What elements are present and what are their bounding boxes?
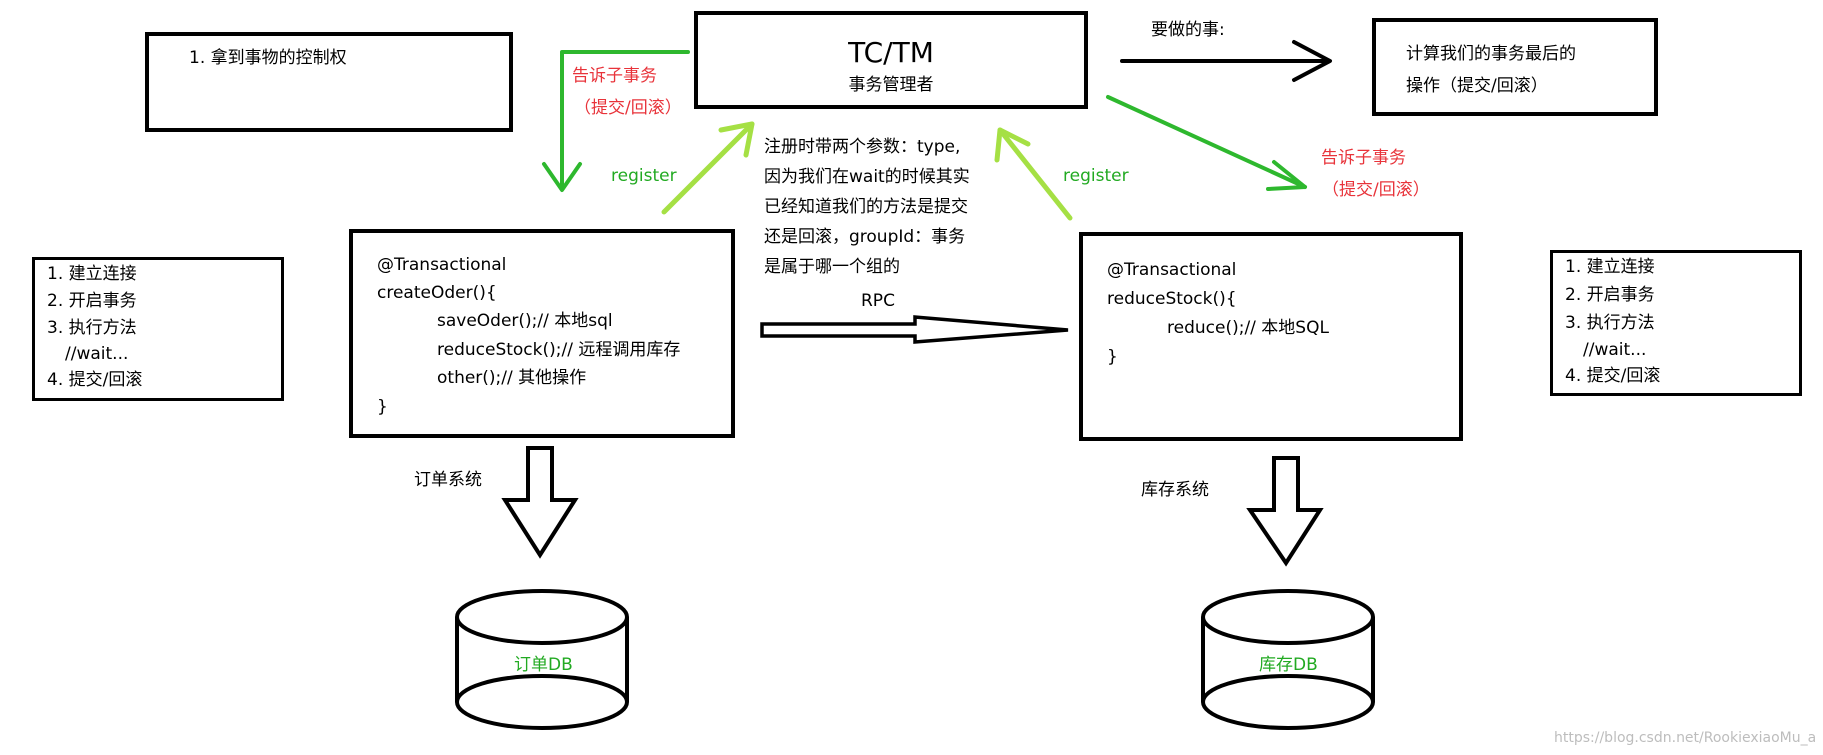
stock-code-line: reduceStock(){: [1107, 289, 1237, 309]
steps-left-item: 1. 建立连接: [47, 264, 137, 284]
steps-right-item: 4. 提交/回滚: [1565, 366, 1661, 386]
steps-left-item: 4. 提交/回滚: [47, 370, 143, 390]
register-right-label: register: [1063, 166, 1129, 186]
tc-tm-box: TC/TM 事务管理者: [694, 11, 1088, 109]
tell-sub-right-line-1: 告诉子事务: [1321, 148, 1406, 168]
register-note-line: 因为我们在wait的时候其实: [764, 167, 970, 187]
arrow-register-left: [661, 121, 755, 215]
steps-right-item: 1. 建立连接: [1565, 257, 1655, 277]
tell-sub-left-line-1: 告诉子事务: [572, 66, 657, 86]
order-db-cylinder: [455, 589, 629, 730]
order-db-label: 订单DB: [514, 655, 573, 675]
order-code-line: @Transactional: [377, 255, 507, 275]
rpc-label: RPC: [861, 291, 895, 311]
todo-line-1: 计算我们的事务最后的: [1406, 44, 1576, 64]
steps-left-item: 2. 开启事务: [47, 291, 137, 311]
stock-service-box: @Transactional reduceStock(){ reduce();/…: [1079, 232, 1463, 441]
register-note: 注册时带两个参数：type, 因为我们在wait的时候其实 已经知道我们的方法是…: [764, 132, 994, 282]
register-left-label: register: [611, 166, 677, 186]
control-note-text: 1. 拿到事物的控制权: [189, 48, 347, 68]
arrow-tell-sub-left: [542, 50, 690, 192]
arrow-register-right: [994, 127, 1073, 221]
register-note-line: 已经知道我们的方法是提交: [764, 197, 968, 217]
stock-system-label: 库存系统: [1141, 480, 1209, 500]
steps-right-item: //wait...: [1583, 340, 1647, 360]
arrow-tell-sub-right: [1106, 95, 1307, 191]
order-code-line: saveOder();// 本地sql: [437, 311, 613, 331]
register-note-line: 是属于哪一个组的: [764, 257, 900, 277]
todo-label: 要做的事:: [1151, 20, 1225, 40]
arrow-order-to-db: [501, 446, 579, 559]
tell-sub-left-line-2: （提交/回滚）: [574, 98, 682, 118]
steps-right-item: 3. 执行方法: [1565, 313, 1655, 333]
stock-db-cylinder: [1201, 589, 1375, 730]
order-code-line: reduceStock();// 远程调用库存: [437, 340, 681, 360]
tc-tm-title: TC/TM: [848, 36, 934, 69]
stock-db-label: 库存DB: [1259, 655, 1318, 675]
todo-box: 计算我们的事务最后的 操作（提交/回滚）: [1372, 18, 1658, 116]
steps-left-item: //wait...: [65, 344, 129, 364]
order-code-line: }: [377, 397, 388, 417]
register-note-line: 还是回滚，groupId：事务: [764, 227, 966, 247]
arrow-rpc: [760, 315, 1069, 344]
watermark: https://blog.csdn.net/RookiexiaoMu_a: [1554, 730, 1817, 746]
stock-code-line: reduce();// 本地SQL: [1167, 318, 1329, 338]
stock-code-line: @Transactional: [1107, 260, 1237, 280]
order-code-line: other();// 其他操作: [437, 368, 587, 388]
steps-right-box: 1. 建立连接 2. 开启事务 3. 执行方法 //wait... 4. 提交/…: [1550, 250, 1802, 396]
order-code-line: createOder(){: [377, 283, 497, 303]
todo-line-2: 操作（提交/回滚）: [1406, 76, 1548, 96]
arrow-todo: [1120, 40, 1332, 82]
order-system-label: 订单系统: [414, 470, 482, 490]
order-service-box: @Transactional createOder(){ saveOder();…: [349, 229, 735, 438]
arrow-stock-to-db: [1246, 456, 1324, 567]
steps-right-item: 2. 开启事务: [1565, 285, 1655, 305]
register-note-line: 注册时带两个参数：type,: [764, 137, 961, 157]
stock-code-line: }: [1107, 347, 1118, 367]
steps-left-item: 3. 执行方法: [47, 318, 137, 338]
tell-sub-right-line-2: （提交/回滚）: [1322, 180, 1430, 200]
steps-left-box: 1. 建立连接 2. 开启事务 3. 执行方法 //wait... 4. 提交/…: [32, 257, 284, 401]
tc-tm-subtitle: 事务管理者: [848, 75, 934, 95]
control-note-box: 1. 拿到事物的控制权: [145, 32, 513, 132]
